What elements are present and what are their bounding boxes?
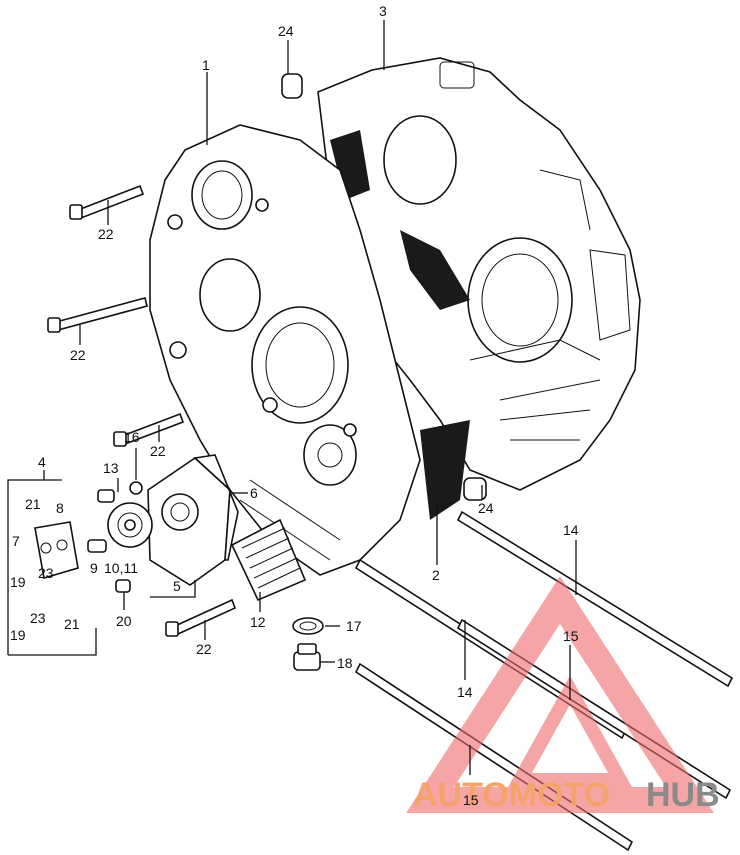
oil-pump-assembly [34,454,239,593]
callout-16: 16 [124,429,140,445]
callout-19-lower: 19 [10,627,26,643]
callout-2: 2 [432,567,440,583]
callout-1: 1 [202,57,210,73]
callout-14-lower: 14 [457,684,473,700]
callout-9: 9 [90,560,98,576]
callout-12: 12 [250,614,266,630]
callout-15-lower: 15 [463,792,479,808]
callout-3: 3 [379,3,387,19]
automotohub-watermark [406,576,714,813]
right-crankcase-half [317,57,641,520]
callout-8: 8 [56,500,64,516]
callout-18: 18 [337,655,353,671]
oil-filter-screen [230,518,307,602]
watermark-text-part1: AUTOMOTO [413,776,610,814]
callout-21-lower: 21 [64,616,80,632]
callout-7: 7 [12,533,20,549]
callout-14-upper: 14 [563,522,579,538]
callout-22-d: 22 [196,641,212,657]
callout-17: 17 [346,618,362,634]
callout-23-lower: 23 [30,610,46,626]
callout-5: 5 [173,578,181,594]
leader-lines [7,20,577,775]
callout-15-upper: 15 [563,628,579,644]
callout-10-11: 10,11 [104,560,138,576]
bolts-22 [47,184,237,637]
watermark-text-part2: HUB [646,776,720,814]
callout-24-upper: 24 [278,23,294,39]
callout-labels: 1 2 3 4 5 6 7 8 9 10,11 12 13 14 14 15 1… [10,3,579,808]
drain-plug [292,617,324,671]
callout-23-upper: 23 [38,565,54,581]
callout-4: 4 [38,454,46,470]
callout-22-a: 22 [98,226,114,242]
callout-13: 13 [103,460,119,476]
callout-22-c: 22 [150,443,166,459]
left-crankcase-half [149,124,421,576]
callout-24-lower: 24 [478,500,494,516]
callout-6: 6 [250,485,258,501]
callout-20: 20 [116,613,132,629]
callout-21-upper: 21 [25,496,41,512]
callout-22-b: 22 [70,347,86,363]
callout-19-upper: 19 [10,574,26,590]
dowel-pins-24 [281,73,487,501]
